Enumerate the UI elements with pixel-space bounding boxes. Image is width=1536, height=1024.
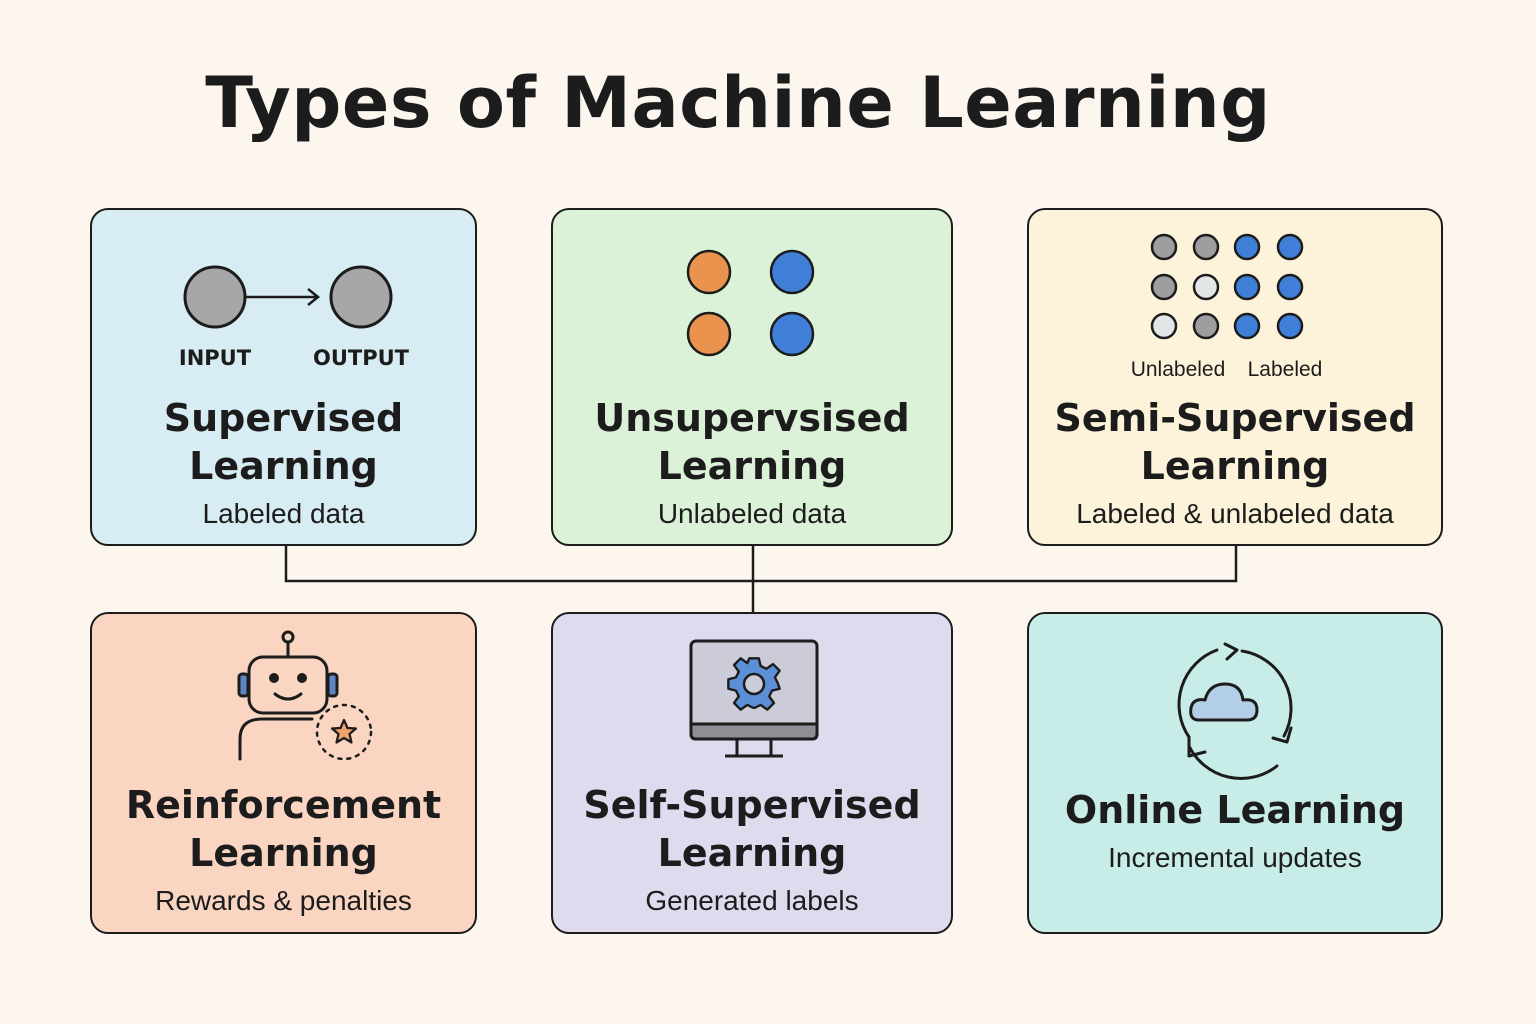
- card-subtitle: Rewards & penalties: [155, 885, 412, 916]
- dot-grid-icon: Unlabeled Labeled: [1131, 233, 1323, 381]
- card-title: Online Learning: [1064, 788, 1406, 832]
- card-semi-supervised-learning: Unlabeled Labeled Semi-Supervised Learni…: [1027, 208, 1443, 546]
- card-subtitle: Labeled data: [202, 498, 365, 529]
- card-title: Unsupervsised: [594, 396, 910, 440]
- output-label: OUTPUT: [313, 346, 410, 370]
- card-online-learning: Online Learning Incremental updates: [1027, 612, 1443, 934]
- input-output-arrow-icon: INPUT OUTPUT: [179, 265, 410, 370]
- card-unsupervised-learning: Unsupervsised Learning Unlabeled data: [551, 208, 953, 546]
- card-title: Reinforcement: [125, 783, 442, 827]
- card-supervised-learning: INPUT OUTPUT Supervised Learning Labeled…: [90, 208, 477, 546]
- card-title: Learning: [1140, 444, 1330, 488]
- unlabeled-label: Unlabeled: [1131, 358, 1226, 381]
- card-title: Learning: [189, 831, 378, 875]
- card-title: Learning: [657, 444, 847, 488]
- card-subtitle: Labeled & unlabeled data: [1076, 498, 1394, 529]
- card-reinforcement-learning: Reinforcement Learning Rewards & penalti…: [90, 612, 477, 934]
- card-title: Semi-Supervised: [1054, 396, 1416, 440]
- card-subtitle: Incremental updates: [1108, 842, 1362, 873]
- cloud-sync-icon: [1177, 642, 1293, 780]
- page-title: Types of Machine Learning: [205, 62, 1271, 144]
- labeled-label: Labeled: [1248, 358, 1323, 381]
- cluster-dots-icon: [686, 249, 815, 357]
- card-title: Learning: [657, 831, 847, 875]
- card-subtitle: Generated labels: [645, 885, 859, 916]
- input-label: INPUT: [179, 346, 252, 370]
- card-title: Supervised: [163, 396, 404, 440]
- robot-star-icon: [237, 630, 373, 761]
- card-subtitle: Unlabeled data: [657, 498, 847, 529]
- card-self-supervised-learning: Self-Supervised Learning Generated label…: [551, 612, 953, 934]
- card-title: Learning: [189, 444, 378, 488]
- monitor-gear-icon: [689, 639, 819, 758]
- card-title: Self-Supervised: [583, 783, 921, 827]
